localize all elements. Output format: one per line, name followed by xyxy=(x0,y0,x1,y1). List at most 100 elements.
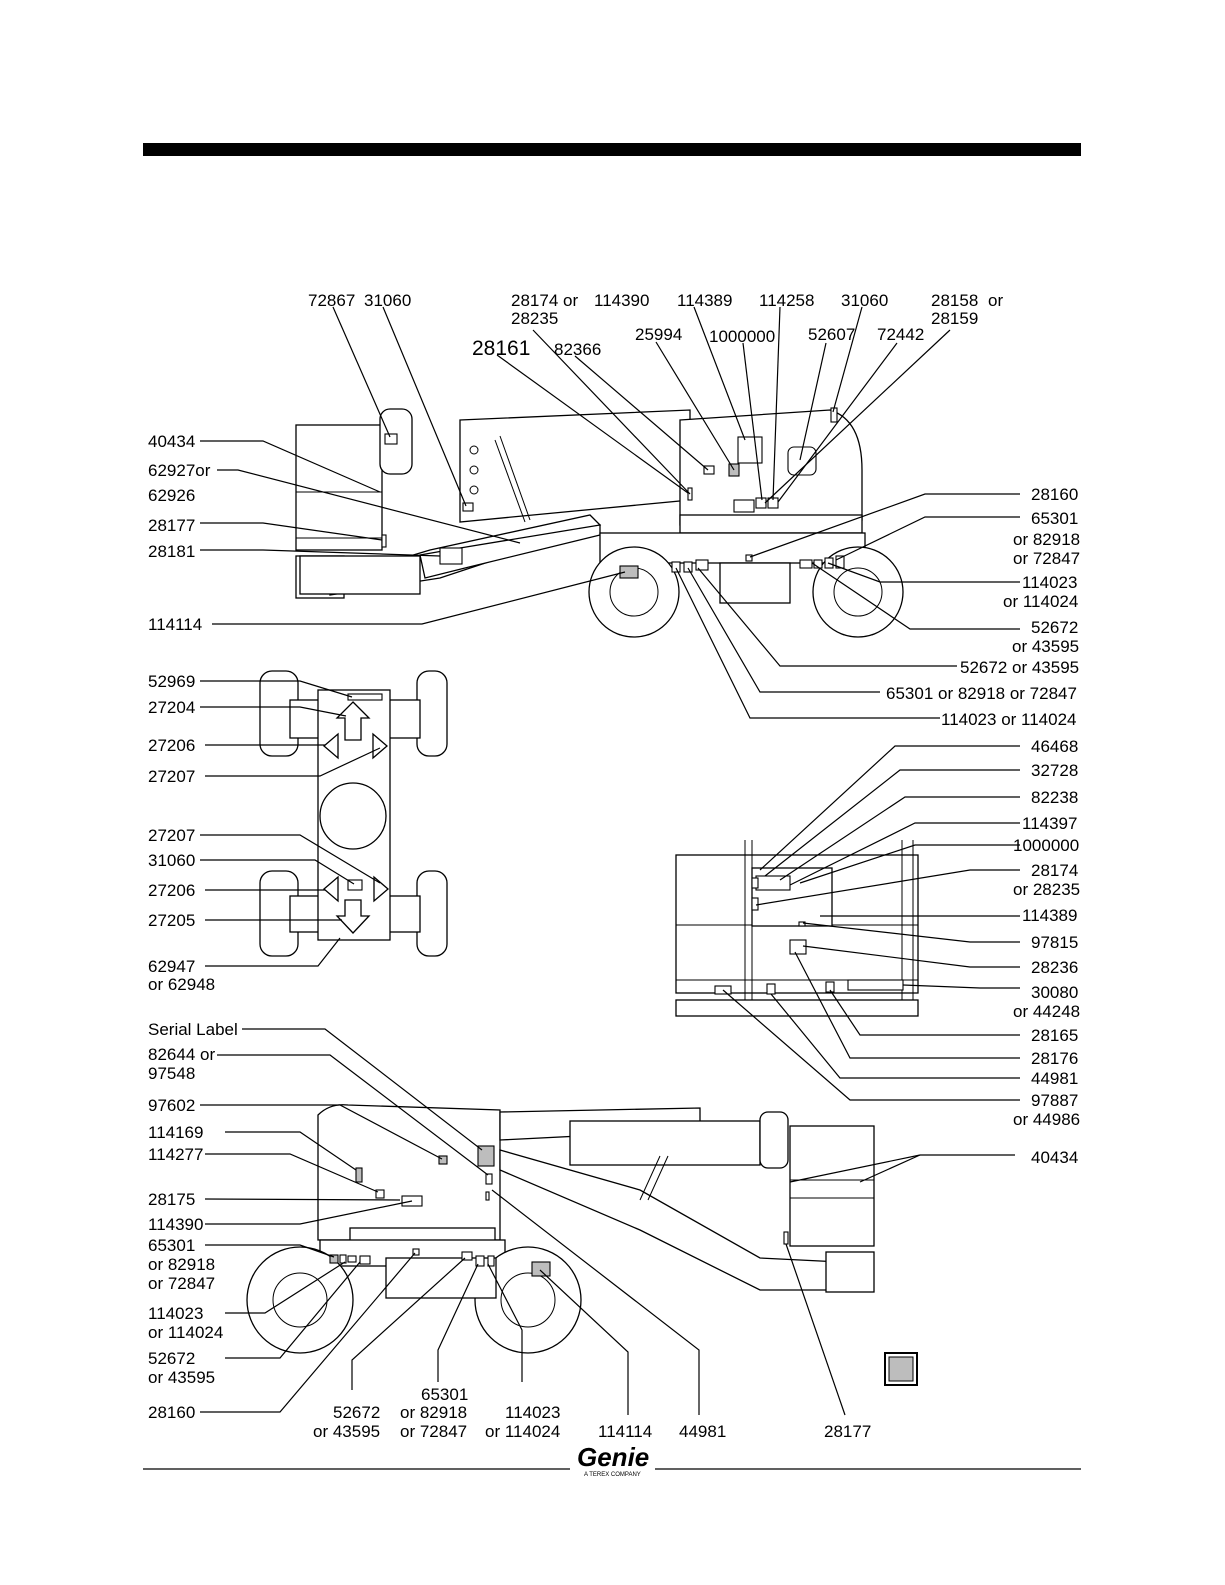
label-30080: 30080 xyxy=(1031,983,1078,1002)
label-114397: 114397 xyxy=(1022,814,1077,833)
label-27206-a: 27206 xyxy=(148,736,195,755)
label-or-44986: or 44986 xyxy=(1013,1110,1080,1129)
label-28174-or: 28174 or xyxy=(511,291,578,310)
side-view-labels: 72867 31060 28174 or 28235 114390 114389… xyxy=(148,291,1080,729)
side-view-leaders xyxy=(200,306,1020,719)
label-31060-a: 31060 xyxy=(364,291,411,310)
label-44981-a: 44981 xyxy=(1031,1069,1078,1088)
label-27207-a: 27207 xyxy=(148,767,195,786)
label-62947: 62947 xyxy=(148,957,195,976)
label-28175: 28175 xyxy=(148,1190,195,1209)
label-114023-b: 114023 xyxy=(148,1304,203,1323)
label-65301-b: 65301 xyxy=(148,1236,195,1255)
label-65301-c: 65301 xyxy=(421,1385,468,1404)
label-28160-b: 28160 xyxy=(148,1403,195,1422)
label-62927or: 62927or xyxy=(148,461,211,480)
label-1000000-b: 1000000 xyxy=(1013,836,1079,855)
label-97602: 97602 xyxy=(148,1096,195,1115)
label-82238: 82238 xyxy=(1031,788,1078,807)
label-or-44248: or 44248 xyxy=(1013,1002,1080,1021)
label-82644-or: 82644 or xyxy=(148,1045,215,1064)
top-view-labels: 52969 27204 27206 27207 27207 31060 2720… xyxy=(148,672,215,994)
label-65301-a: 65301 xyxy=(1031,509,1078,528)
label-or-82918-b: or 82918 xyxy=(148,1255,215,1274)
label-52672-b: 52672 xyxy=(148,1349,195,1368)
label-or: or xyxy=(988,291,1003,310)
label-114390: 114390 xyxy=(594,291,649,310)
platform-labels: 46468 32728 82238 114397 1000000 28174 o… xyxy=(1013,737,1080,1167)
label-114023-or-114024: 114023 or 114024 xyxy=(941,710,1077,729)
label-27204: 27204 xyxy=(148,698,195,717)
label-97548: 97548 xyxy=(148,1064,195,1083)
label-27206-b: 27206 xyxy=(148,881,195,900)
label-114114-a: 114114 xyxy=(148,615,202,634)
label-97887: 97887 xyxy=(1031,1091,1078,1110)
label-or-62948: or 62948 xyxy=(148,975,215,994)
label-28160-a: 28160 xyxy=(1031,485,1078,504)
label-or-72847-c: or 72847 xyxy=(400,1422,467,1441)
label-82366: 82366 xyxy=(554,340,601,359)
label-28159: 28159 xyxy=(931,309,978,328)
label-serial-label: Serial Label xyxy=(148,1020,238,1039)
label-62926: 62926 xyxy=(148,486,195,505)
lower-view-labels: Serial Label 82644 or 97548 97602 114169… xyxy=(148,1020,871,1441)
label-25994: 25994 xyxy=(635,325,682,344)
label-28235: 28235 xyxy=(511,309,558,328)
label-or-72847-b: or 72847 xyxy=(148,1274,215,1293)
label-52607: 52607 xyxy=(808,325,855,344)
label-114023-c: 114023 xyxy=(505,1403,560,1422)
label-114389-b: 114389 xyxy=(1022,906,1077,925)
machine-side-view xyxy=(295,407,904,638)
header-rule xyxy=(143,143,1081,156)
label-28181: 28181 xyxy=(148,542,195,561)
label-or-28235: or 28235 xyxy=(1013,880,1080,899)
label-or-43595-b: or 43595 xyxy=(148,1368,215,1387)
label-72867: 72867 xyxy=(308,291,355,310)
label-72442: 72442 xyxy=(877,325,924,344)
machine-lower-view xyxy=(246,1104,875,1354)
label-28176: 28176 xyxy=(1031,1049,1078,1068)
label-114389: 114389 xyxy=(677,291,732,310)
label-52969: 52969 xyxy=(148,672,195,691)
legend-gray-swatch xyxy=(888,1356,914,1382)
label-28174-b: 28174 xyxy=(1031,861,1078,880)
label-44981-b: 44981 xyxy=(679,1422,726,1441)
label-28236: 28236 xyxy=(1031,958,1078,977)
label-97815: 97815 xyxy=(1031,933,1078,952)
platform-front-view xyxy=(675,840,919,1017)
label-52672-a: 52672 xyxy=(1031,618,1078,637)
label-114277: 114277 xyxy=(148,1145,203,1164)
label-or-82918-c: or 82918 xyxy=(400,1403,467,1422)
label-27207-b: 27207 xyxy=(148,826,195,845)
label-52672-or-43595: 52672 or 43595 xyxy=(960,658,1079,677)
label-or-114024-b: or 114024 xyxy=(148,1323,223,1342)
label-32728: 32728 xyxy=(1031,761,1078,780)
label-52672-c: 52672 xyxy=(333,1403,380,1422)
label-40434-a: 40434 xyxy=(148,432,195,451)
label-1000000: 1000000 xyxy=(709,327,775,346)
label-114390-b: 114390 xyxy=(148,1215,203,1234)
label-28177-a: 28177 xyxy=(148,516,195,535)
top-view-leaders xyxy=(200,680,381,967)
label-27205: 27205 xyxy=(148,911,195,930)
label-or-114024-a: or 114024 xyxy=(1003,592,1078,611)
genie-logo: Genie xyxy=(577,1442,649,1472)
label-28158: 28158 xyxy=(931,291,978,310)
label-114023-a: 114023 xyxy=(1022,573,1077,592)
label-28177-b: 28177 xyxy=(824,1422,871,1441)
label-or-82918-a: or 82918 xyxy=(1013,530,1080,549)
lower-view-leaders xyxy=(200,1028,1015,1416)
platform-leaders xyxy=(722,745,1020,1101)
label-or-43595-a: or 43595 xyxy=(1012,637,1079,656)
genie-logo-tagline: A TEREX COMPANY xyxy=(584,1472,641,1478)
label-31060-c: 31060 xyxy=(148,851,195,870)
label-28161: 28161 xyxy=(472,337,530,360)
label-28165: 28165 xyxy=(1031,1026,1078,1045)
label-46468: 46468 xyxy=(1031,737,1078,756)
label-114169: 114169 xyxy=(148,1123,203,1142)
label-or-43595-c: or 43595 xyxy=(313,1422,380,1441)
label-114114-b: 114114 xyxy=(598,1422,652,1441)
label-114258: 114258 xyxy=(759,291,814,310)
label-40434-b: 40434 xyxy=(1031,1148,1078,1167)
